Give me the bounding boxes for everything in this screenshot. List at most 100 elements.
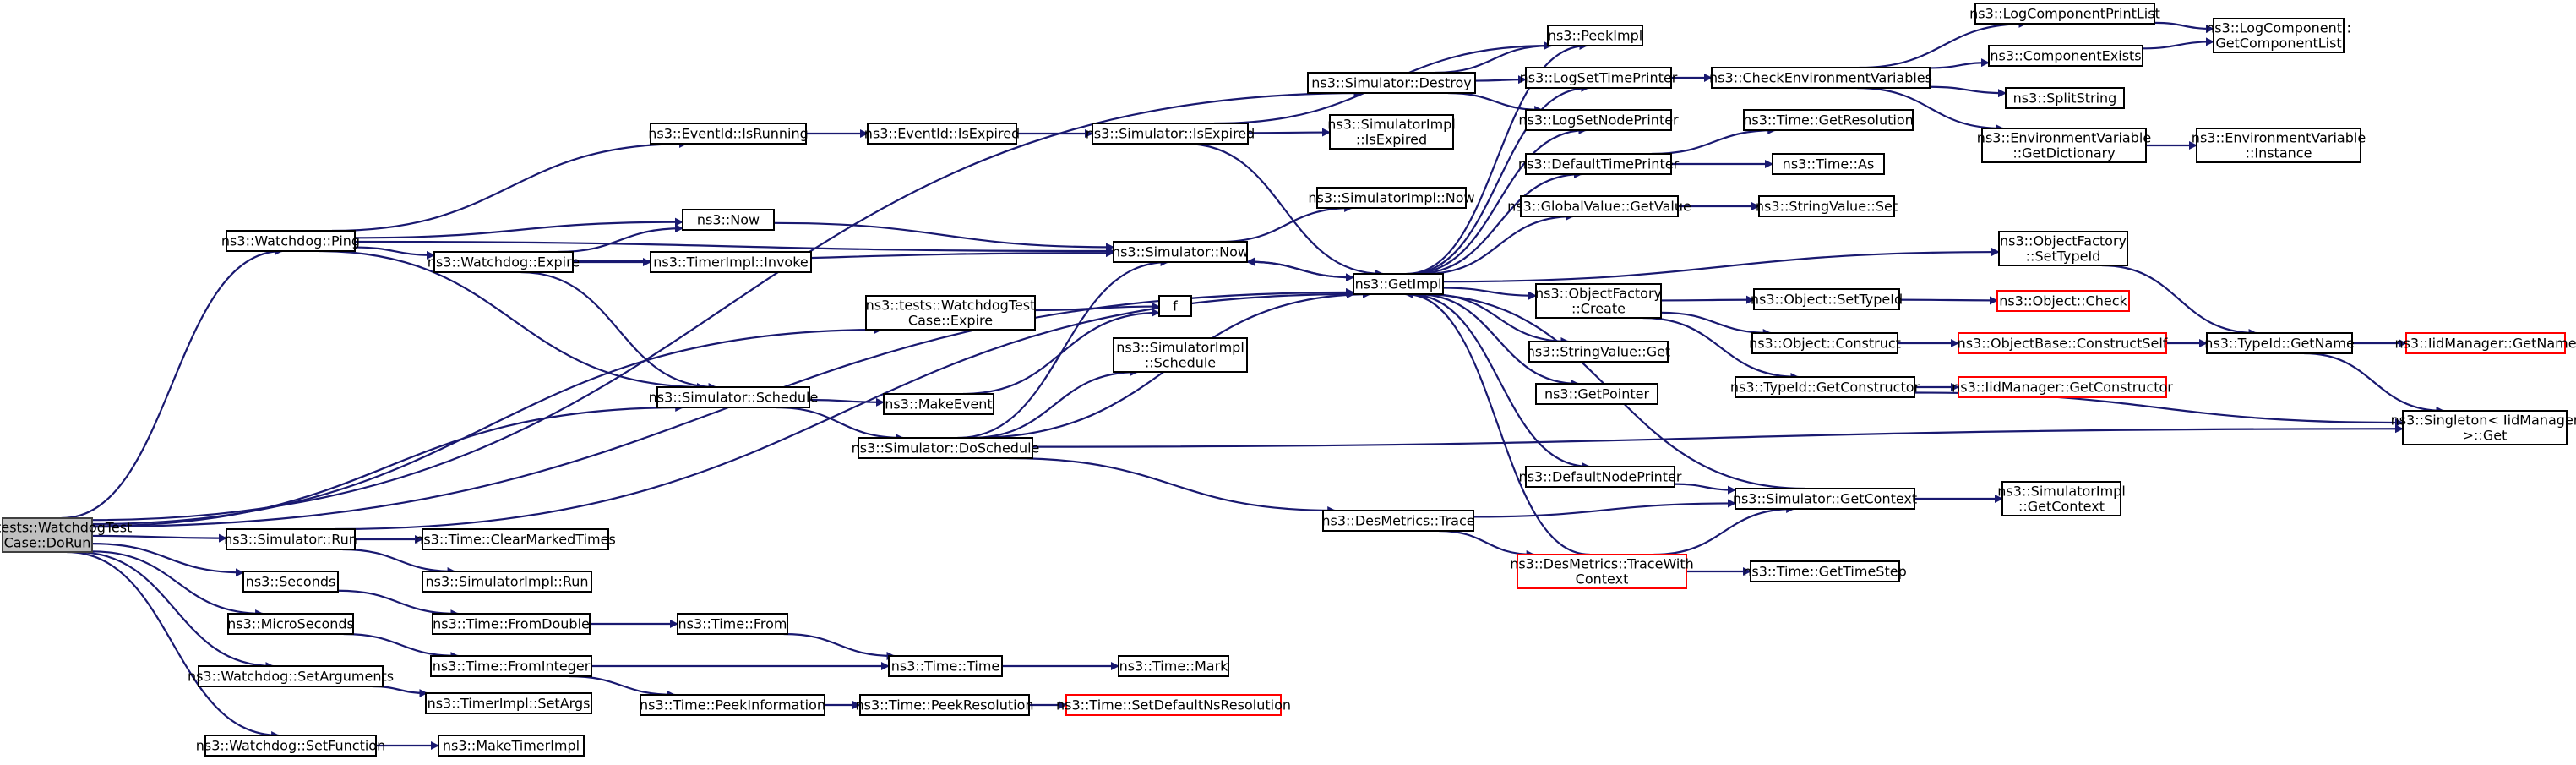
node-logSetNodePrinter[interactable]: ns3::LogSetNodePrinter [1518, 109, 1679, 131]
node-simImplNow[interactable]: ns3::SimulatorImpl::Now [1308, 187, 1475, 209]
node-timeGetRes[interactable]: ns3::Time::GetResolution [1743, 109, 1914, 131]
node-singletonGet[interactable]: ns3::Singleton< IidManager>::Get [2391, 410, 2576, 445]
node-label: ns3::Watchdog::Ping [221, 233, 360, 249]
node-timeMark[interactable]: ns3::Time::Mark [1118, 655, 1229, 677]
call-edge-root-to-simSchedule [91, 403, 684, 527]
node-label: Case::Expire [908, 313, 993, 329]
node-simDoSchedule[interactable]: ns3::Simulator::DoSchedule [852, 437, 1040, 459]
call-edge-checkEnv-to-compExists [1929, 58, 1990, 69]
node-makeTimerImpl[interactable]: ns3::MakeTimerImpl [438, 735, 585, 757]
call-edge-simDoSchedule-to-desTrace [1008, 456, 1337, 515]
call-edge-checkEnv-to-envGetDict [1857, 86, 2004, 133]
node-timeFrom[interactable]: ns3::Time::From [677, 613, 788, 635]
node-label: ns3::CheckEnvironmentVariables [1709, 70, 1932, 86]
node-label: ns3::Watchdog::SetFunction [196, 738, 385, 754]
call-edge-root-to-simRun [91, 533, 227, 543]
node-label: ns3::LogComponentPrintList [1969, 6, 2160, 22]
node-objFactoryCreate[interactable]: ns3::ObjectFactory::Create [1535, 283, 1662, 319]
call-edge-simNow-to-simImplNow [1219, 204, 1353, 243]
call-edge-simIsExpired-to-getImpl [1185, 142, 1384, 278]
node-wdPing[interactable]: ns3::Watchdog::Ping [221, 230, 360, 252]
node-label: ns3::PeekImpl [1548, 28, 1642, 44]
node-peekRes[interactable]: ns3::Time::PeekResolution [855, 694, 1034, 716]
node-simDestroy[interactable]: ns3::Simulator::Destroy [1307, 72, 1476, 94]
node-wdExpire[interactable]: ns3::Watchdog::Expire [428, 251, 580, 273]
node-objFactorySetTypeId[interactable]: ns3::ObjectFactory::SetTypeId [1998, 231, 2128, 266]
node-eventIsRunning[interactable]: ns3::EventId::IsRunning [648, 123, 809, 145]
node-desTrace[interactable]: ns3::DesMetrics::Trace [1321, 510, 1475, 532]
node-label: ns3::Time::FromDouble [433, 616, 590, 632]
node-getPointer[interactable]: ns3::GetPointer [1535, 383, 1658, 405]
node-compExists[interactable]: ns3::ComponentExists [1988, 45, 2143, 67]
node-iidGetName[interactable]: ns3::IidManager::GetName [2394, 332, 2576, 354]
node-simNow[interactable]: ns3::Simulator::Now [1112, 241, 1249, 263]
node-box [883, 393, 994, 415]
node-setDefaultNs[interactable]: ns3::Time::SetDefaultNsResolution [1056, 694, 1291, 716]
node-getImpl[interactable]: ns3::GetImpl [1353, 273, 1444, 295]
node-simImplGetContext[interactable]: ns3::SimulatorImpl::GetContext [1997, 481, 2126, 516]
call-edge-wdExpire-to-now [557, 224, 683, 254]
node-simImplRun[interactable]: ns3::SimulatorImpl::Run [422, 571, 592, 593]
node-timerInvoke[interactable]: ns3::TimerImpl::Invoke [650, 251, 812, 273]
node-box [1547, 25, 1643, 46]
node-logCompPrintList[interactable]: ns3::LogComponentPrintList [1969, 3, 2160, 25]
node-simImplSchedule[interactable]: ns3::SimulatorImpl::Schedule [1113, 337, 1248, 373]
node-gvGetValue[interactable]: ns3::GlobalValue::GetValue [1507, 195, 1691, 217]
node-typeIdGetName[interactable]: ns3::TypeId::GetName [2204, 332, 2355, 354]
node-logCompGetList[interactable]: ns3::LogComponent::GetComponentList [2206, 18, 2351, 53]
node-objSetTypeId[interactable]: ns3::Object::SetTypeId [1751, 288, 1903, 310]
node-timeGetTimeStep[interactable]: ns3::Time::GetTimeStep [1743, 560, 1907, 582]
node-simSchedule[interactable]: ns3::Simulator::Schedule [649, 386, 819, 408]
node-typeIdGetCtor[interactable]: ns3::TypeId::GetConstructor [1730, 376, 1920, 398]
node-f[interactable]: f [1158, 295, 1192, 317]
node-box [1758, 195, 1895, 217]
node-now[interactable]: ns3::Now [682, 209, 775, 231]
node-label: ::Instance [2246, 145, 2312, 161]
call-edge-root-to-simDestroy [91, 89, 1363, 522]
node-objConstruct[interactable]: ns3::Object::Construct [1749, 332, 1901, 354]
node-makeEvent[interactable]: ns3::MakeEvent [883, 393, 994, 415]
node-fromInteger[interactable]: ns3::Time::FromInteger [430, 655, 592, 677]
node-iidGetCtor[interactable]: ns3::IidManager::GetConstructor [1952, 376, 2173, 398]
node-label: ns3::Time::PeekResolution [855, 697, 1033, 713]
node-wdSetFn[interactable]: ns3::Watchdog::SetFunction [196, 735, 385, 757]
node-label: ns3::Time::FromInteger [433, 658, 591, 675]
node-box [2405, 332, 2566, 354]
node-envInstance[interactable]: ns3::EnvironmentVariable::Instance [2192, 128, 2366, 163]
node-checkEnv[interactable]: ns3::CheckEnvironmentVariables [1709, 67, 1932, 89]
node-logSetTimePrinter[interactable]: ns3::LogSetTimePrinter [1520, 67, 1678, 89]
call-edge-getImpl-to-defaultTimePrinter [1415, 170, 1582, 276]
node-wdSetArgs[interactable]: ns3::Watchdog::SetArguments [188, 665, 394, 687]
node-timeTime[interactable]: ns3::Time::Time [888, 655, 1003, 677]
node-label: ns3::MakeEvent [885, 396, 992, 413]
node-simImplIsExpired[interactable]: ns3::SimulatorImpl::IsExpired [1327, 114, 1456, 150]
node-envGetDict[interactable]: ns3::EnvironmentVariable::GetDictionary [1977, 128, 2151, 163]
node-timeAs[interactable]: ns3::Time::As [1772, 153, 1885, 175]
node-label: ns3::IidManager::GetConstructor [1952, 380, 2173, 396]
node-peekInfo[interactable]: ns3::Time::PeekInformation [640, 694, 825, 716]
node-eventIsExpired[interactable]: ns3::EventId::IsExpired [864, 123, 1020, 145]
node-peekImpl[interactable]: ns3::PeekImpl [1547, 25, 1643, 46]
node-stringValueGet[interactable]: ns3::StringValue::Get [1527, 341, 1670, 363]
node-seconds[interactable]: ns3::Seconds [242, 571, 339, 593]
node-label: ns3::TypeId::GetConstructor [1730, 380, 1920, 396]
node-simGetContext[interactable]: ns3::Simulator::GetContext [1733, 488, 1917, 510]
node-label: ns3::Watchdog::SetArguments [188, 669, 394, 685]
node-objCheck[interactable]: ns3::Object::Check [1996, 290, 2130, 312]
node-box [1528, 341, 1669, 363]
call-edge-wdSetArgs-to-timerSetArgs [372, 685, 428, 697]
node-objBaseConstructSelf[interactable]: ns3::ObjectBase::ConstructSelf [1958, 332, 2168, 354]
node-fromDouble[interactable]: ns3::Time::FromDouble [432, 613, 591, 635]
node-simRun[interactable]: ns3::Simulator::Run [224, 528, 357, 550]
node-stringValueSet[interactable]: ns3::StringValue::Set [1756, 195, 1898, 217]
node-simIsExpired[interactable]: ns3::Simulator::IsExpired [1086, 123, 1255, 145]
node-defaultNodePrinter[interactable]: ns3::DefaultNodePrinter [1519, 466, 1682, 488]
node-timerSetArgs[interactable]: ns3::TimerImpl::SetArgs [425, 692, 592, 714]
node-splitString[interactable]: ns3::SplitString [2005, 87, 2125, 109]
node-defaultTimePrinter[interactable]: ns3::DefaultTimePrinter [1518, 153, 1680, 175]
node-clearMarked[interactable]: ns3::Time::ClearMarkedTimes [415, 528, 616, 550]
node-micro[interactable]: ns3::MicroSeconds [227, 613, 354, 635]
